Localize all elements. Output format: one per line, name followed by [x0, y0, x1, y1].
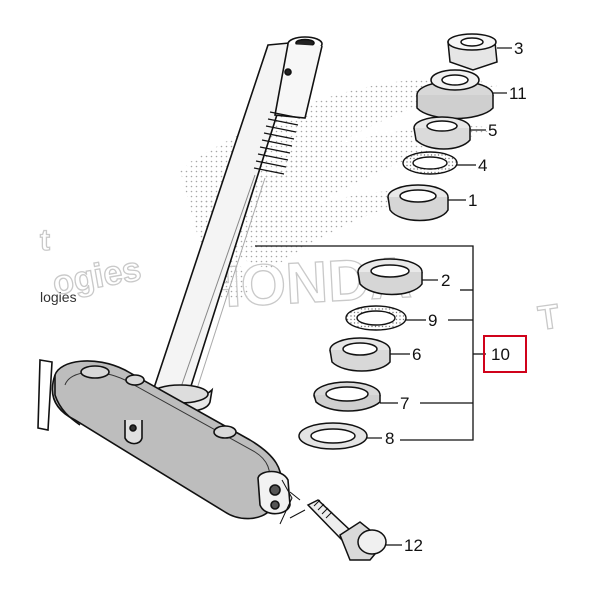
label-part-4: 4 — [478, 156, 487, 175]
part-8-washer — [298, 422, 368, 450]
part-9-lower-ball-retainer — [345, 305, 407, 331]
bolt-12 — [279, 479, 387, 561]
stem-thread — [253, 111, 301, 175]
label-part-6: 6 — [412, 345, 421, 364]
part-3-nut — [447, 33, 498, 71]
part-4-upper-ball-retainer — [402, 151, 458, 175]
part-11-adjusting-nut — [416, 69, 494, 120]
part-7-dust-seal — [313, 381, 381, 412]
bottom-bridge — [37, 359, 291, 520]
part-1-upper-outer-race — [387, 184, 449, 222]
part-5-upper-cone — [413, 116, 471, 150]
leader-lines — [367, 47, 512, 546]
group-label-highlight-box[interactable] — [483, 335, 527, 373]
label-part-7: 7 — [400, 394, 409, 413]
left-fragment-watermark: t — [40, 224, 50, 257]
label-part-9: 9 — [428, 311, 437, 330]
label-part-12: 12 — [404, 536, 423, 555]
label-part-3: 3 — [514, 39, 523, 58]
part-6-lower-cone — [329, 337, 391, 372]
partial-watermark-small: logies — [40, 289, 77, 305]
label-part-5: 5 — [488, 121, 497, 140]
label-part-8: 8 — [385, 429, 394, 448]
right-fragment-watermark: T — [536, 297, 562, 338]
label-part-11: 11 — [509, 84, 527, 103]
group-bracket — [255, 245, 486, 441]
label-part-2: 2 — [441, 271, 450, 290]
part-2-lower-outer-race — [357, 258, 423, 296]
label-part-1: 1 — [468, 191, 477, 210]
group-label-10: 10 — [491, 345, 510, 364]
